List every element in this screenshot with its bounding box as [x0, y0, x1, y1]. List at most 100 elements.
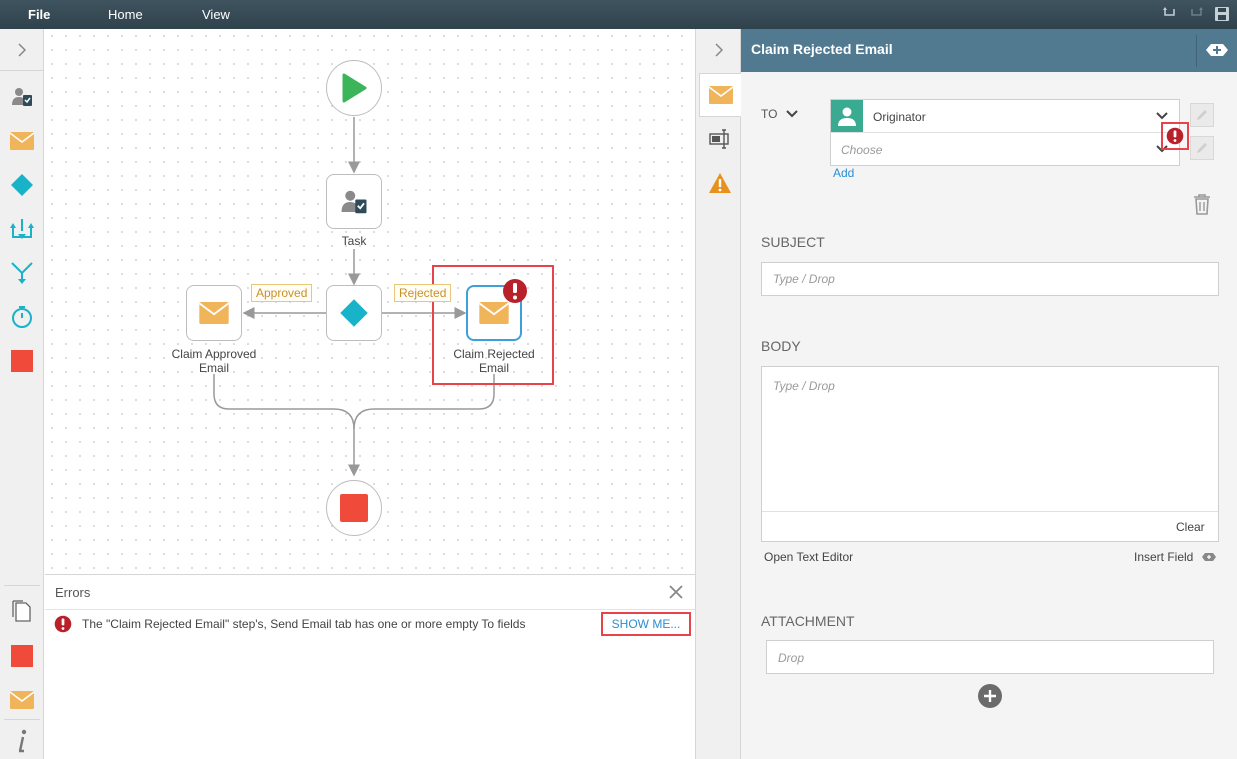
- subject-input[interactable]: [761, 262, 1219, 296]
- add-attachment-icon[interactable]: [978, 684, 1002, 708]
- trash-icon[interactable]: [1193, 193, 1211, 215]
- toolbox: [0, 29, 44, 759]
- tool-user-task[interactable]: [9, 84, 35, 110]
- pencil-icon: [1197, 143, 1207, 153]
- menu-home[interactable]: Home: [108, 7, 143, 22]
- chevron-down-icon[interactable]: [785, 109, 799, 119]
- envelope-icon: [199, 302, 229, 324]
- task-node[interactable]: [326, 174, 382, 229]
- panel-title: Claim Rejected Email: [751, 41, 893, 57]
- chevron-right-icon: [715, 43, 724, 57]
- insert-field-icon[interactable]: [1201, 552, 1217, 562]
- stop-icon: [11, 645, 33, 667]
- stopwatch-icon: [12, 306, 32, 328]
- errors-title: Errors: [55, 585, 91, 600]
- body-footer-divider: [762, 511, 1218, 512]
- chevron-down-icon[interactable]: [1155, 111, 1169, 121]
- menu-file[interactable]: File: [28, 7, 51, 22]
- stop-icon: [340, 494, 368, 522]
- tool-decision[interactable]: [9, 172, 35, 198]
- task-label: Task: [341, 234, 367, 248]
- toolbox-expand-button[interactable]: [0, 29, 44, 71]
- end-node[interactable]: [326, 480, 382, 536]
- envelope-icon: [479, 302, 509, 324]
- header-divider: [1196, 35, 1197, 67]
- chevron-right-icon: [18, 42, 27, 57]
- panel-header: Claim Rejected Email: [741, 29, 1237, 72]
- attachment-label: ATTACHMENT: [761, 613, 855, 629]
- subject-placeholder: Type / Drop: [773, 272, 835, 286]
- edge-label-rejected: Rejected: [394, 284, 452, 302]
- diamond-icon: [340, 299, 368, 327]
- merge-icon: [11, 262, 33, 284]
- claim-rejected-email-label: Claim Rejected Email: [453, 347, 535, 375]
- subject-label: SUBJECT: [761, 234, 825, 250]
- to-recipient-originator[interactable]: Originator: [873, 110, 926, 124]
- add-field-icon[interactable]: [1205, 42, 1229, 58]
- close-icon[interactable]: [667, 583, 685, 601]
- tool-merge[interactable]: [9, 260, 35, 286]
- body-input[interactable]: [761, 366, 1219, 542]
- properties-panel: Claim Rejected Email TO Originator Choos…: [741, 29, 1237, 759]
- chevron-down-icon[interactable]: [1155, 144, 1169, 154]
- tool-end-secondary[interactable]: [9, 643, 35, 669]
- workflow-canvas[interactable]: Task Claim Approved Email Claim Rejected…: [45, 29, 695, 574]
- edge-label-approved: Approved: [251, 284, 313, 302]
- pencil-icon: [1197, 110, 1207, 120]
- user-icon: [831, 100, 863, 132]
- tool-email-secondary[interactable]: [9, 687, 35, 713]
- start-node[interactable]: [326, 60, 382, 116]
- edit-recipient-button[interactable]: [1190, 103, 1214, 127]
- undo-icon[interactable]: [1162, 6, 1178, 22]
- body-placeholder: Type / Drop: [773, 379, 835, 393]
- attachment-placeholder: Drop: [778, 651, 805, 665]
- exclamation-circle-icon: [503, 279, 527, 303]
- exclamation-circle-icon: [54, 615, 72, 633]
- menu-view[interactable]: View: [202, 7, 230, 22]
- edit-choose-button[interactable]: [1190, 136, 1214, 160]
- body-clear-button[interactable]: Clear: [1176, 520, 1205, 534]
- tool-timer[interactable]: [9, 304, 35, 330]
- envelope-icon: [10, 132, 34, 150]
- insert-field-link[interactable]: Insert Field: [1134, 550, 1194, 564]
- attachment-drop-input[interactable]: [766, 640, 1214, 674]
- error-row: The "Claim Rejected Email" step's, Send …: [45, 609, 695, 637]
- diamond-icon: [11, 174, 33, 196]
- envelope-icon: [10, 691, 34, 709]
- body-label: BODY: [761, 338, 801, 354]
- tab-warnings[interactable]: [699, 161, 741, 205]
- decision-node[interactable]: [326, 285, 382, 341]
- open-text-editor-link[interactable]: Open Text Editor: [764, 550, 854, 564]
- panel-collapse-button[interactable]: [696, 29, 742, 71]
- properties-tab-strip: [695, 29, 741, 759]
- warning-icon: [709, 173, 731, 193]
- to-choose-input[interactable]: Choose: [841, 143, 883, 157]
- envelope-icon: [708, 86, 733, 104]
- add-recipient-link[interactable]: Add: [833, 166, 855, 180]
- redo-icon[interactable]: [1188, 6, 1204, 22]
- errors-panel: Errors The "Claim Rejected Email" step's…: [45, 574, 695, 759]
- info-icon: [18, 729, 27, 753]
- claim-approved-email-label: Claim Approved Email: [171, 347, 257, 375]
- play-icon: [342, 73, 367, 103]
- exclamation-circle-icon: [1166, 127, 1184, 145]
- tool-end[interactable]: [9, 348, 35, 374]
- tab-send-email[interactable]: [699, 73, 741, 117]
- tool-info[interactable]: [9, 728, 35, 754]
- to-label: TO: [761, 107, 778, 121]
- claim-approved-email-node[interactable]: [186, 285, 242, 341]
- menu-bar: File Home View: [0, 0, 1237, 29]
- error-message: The "Claim Rejected Email" step's, Send …: [82, 617, 526, 631]
- documents-icon: [12, 600, 31, 622]
- tab-general[interactable]: [699, 117, 741, 161]
- tool-documents[interactable]: [9, 598, 35, 624]
- tool-split[interactable]: [9, 216, 35, 242]
- user-task-icon: [341, 190, 367, 213]
- tool-send-email[interactable]: [9, 128, 35, 154]
- stop-icon: [11, 350, 33, 372]
- show-me-link[interactable]: SHOW ME...: [601, 612, 691, 636]
- save-icon[interactable]: [1214, 6, 1230, 22]
- split-icon: [10, 219, 34, 239]
- toolbox-divider: [4, 585, 40, 586]
- error-highlight-box: [432, 265, 554, 385]
